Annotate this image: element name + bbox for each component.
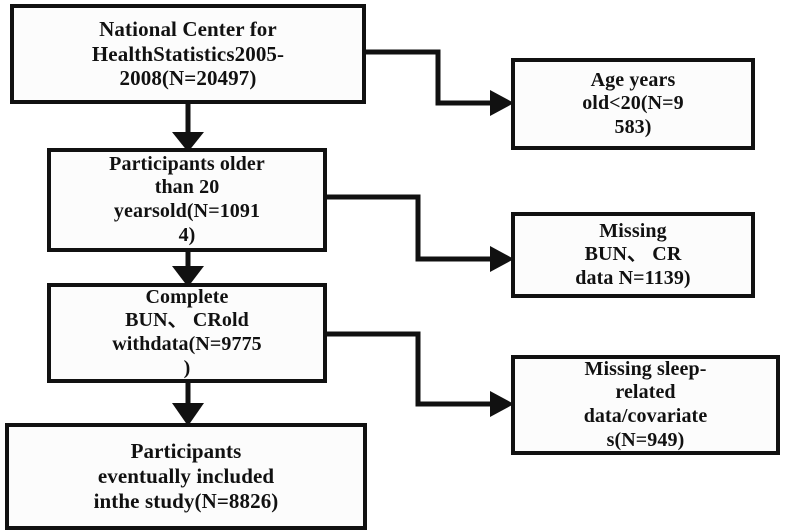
node-participants-older-than-20: Participants older than 20 yearsold(N=10… — [47, 148, 327, 252]
node-source-population: National Center for HealthStatistics2005… — [10, 4, 366, 104]
edge-source-to-excl-age — [366, 49, 514, 116]
node-complete-bun-cr-data: Complete BUN、 CRold withdata(N=9775 ) — [47, 283, 327, 383]
edge-complete-bun-to-final — [172, 383, 204, 426]
node-excluded-under-20: Age years old<20(N=9 583) — [511, 58, 755, 150]
node-final-included-participants-label: Participants eventually included inthe s… — [93, 439, 279, 513]
node-excluded-missing-bun-cr-label: Missing BUN、 CR data N=1139) — [575, 219, 691, 289]
edge-older20-to-complete-bun — [172, 252, 204, 287]
edge-source-to-older20 — [172, 104, 204, 152]
node-excluded-missing-sleep-covariates: Missing sleep- related data/covariate s(… — [511, 355, 780, 455]
node-final-included-participants: Participants eventually included inthe s… — [5, 423, 367, 530]
node-participants-older-than-20-label: Participants older than 20 yearsold(N=10… — [109, 152, 265, 246]
node-excluded-missing-bun-cr: Missing BUN、 CR data N=1139) — [511, 212, 755, 298]
edge-older20-to-excl-bun — [327, 194, 514, 272]
node-complete-bun-cr-data-label: Complete BUN、 CRold withdata(N=9775 ) — [112, 285, 262, 379]
node-source-population-label: National Center for HealthStatistics2005… — [91, 16, 285, 91]
edge-complete-bun-to-excl-sleep — [327, 331, 514, 417]
node-excluded-missing-sleep-covariates-label: Missing sleep- related data/covariate s(… — [583, 357, 708, 451]
node-excluded-under-20-label: Age years old<20(N=9 583) — [582, 68, 684, 138]
